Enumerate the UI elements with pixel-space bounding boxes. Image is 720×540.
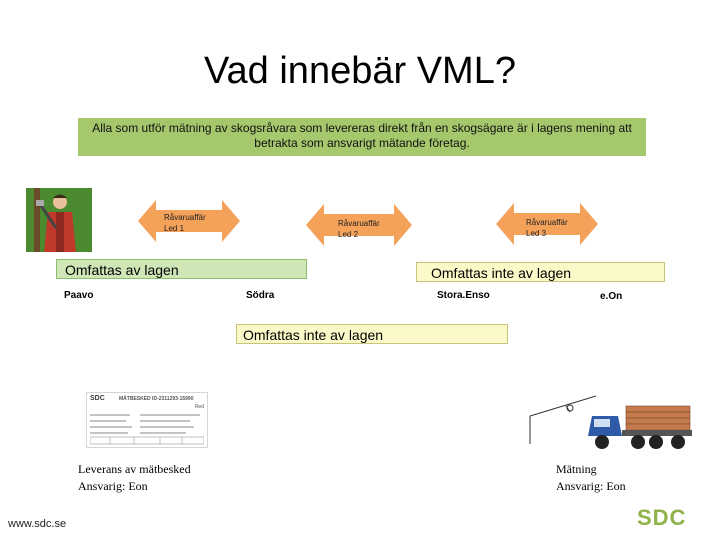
truck-icon	[526, 388, 696, 458]
arrow-3-label-2: Led 3	[526, 228, 546, 239]
document-corner-label: Red	[195, 404, 204, 410]
covered-bar: Omfattas av lagen	[56, 259, 307, 279]
not-covered-bar-bottom: Omfattas inte av lagen	[236, 324, 508, 344]
arrow-2-label-2: Led 2	[338, 229, 358, 240]
party-paavo: Paavo	[64, 290, 93, 301]
arrow-3-label-1: Råvaruaffär	[526, 217, 568, 228]
footer-url-link[interactable]: www.sdc.se	[8, 518, 66, 530]
not-covered-bar-top: Omfattas inte av lagen	[416, 262, 665, 282]
party-stora-enso: Stora.Enso	[437, 290, 490, 301]
slide-title: Vad innebär VML?	[0, 50, 720, 93]
caption-measurement-title: Mätning	[556, 462, 597, 477]
document-logo: SDC	[90, 395, 105, 402]
caption-delivery-title: Leverans av mätbesked	[78, 462, 191, 477]
arrow-1-label-1: Råvaruaffär	[164, 212, 206, 223]
caption-measurement-responsible: Ansvarig: Eon	[556, 479, 626, 494]
woodcutter-icon	[26, 188, 92, 252]
arrow-2-label-1: Råvaruaffär	[338, 218, 380, 229]
arrow-1-label-2: Led 1	[164, 223, 184, 234]
party-eon: e.On	[600, 291, 622, 302]
measurement-document: SDC MÄTBESKED ID-2311293-15990 Red	[86, 392, 208, 448]
intro-text-box: Alla som utför mätning av skogsråvara so…	[78, 118, 646, 156]
document-heading: MÄTBESKED ID-2311293-15990	[119, 396, 193, 402]
caption-delivery-responsible: Ansvarig: Eon	[78, 479, 148, 494]
document-lines	[90, 413, 204, 445]
sdc-logo: SDC	[637, 505, 686, 531]
party-sodra: Södra	[246, 290, 274, 301]
